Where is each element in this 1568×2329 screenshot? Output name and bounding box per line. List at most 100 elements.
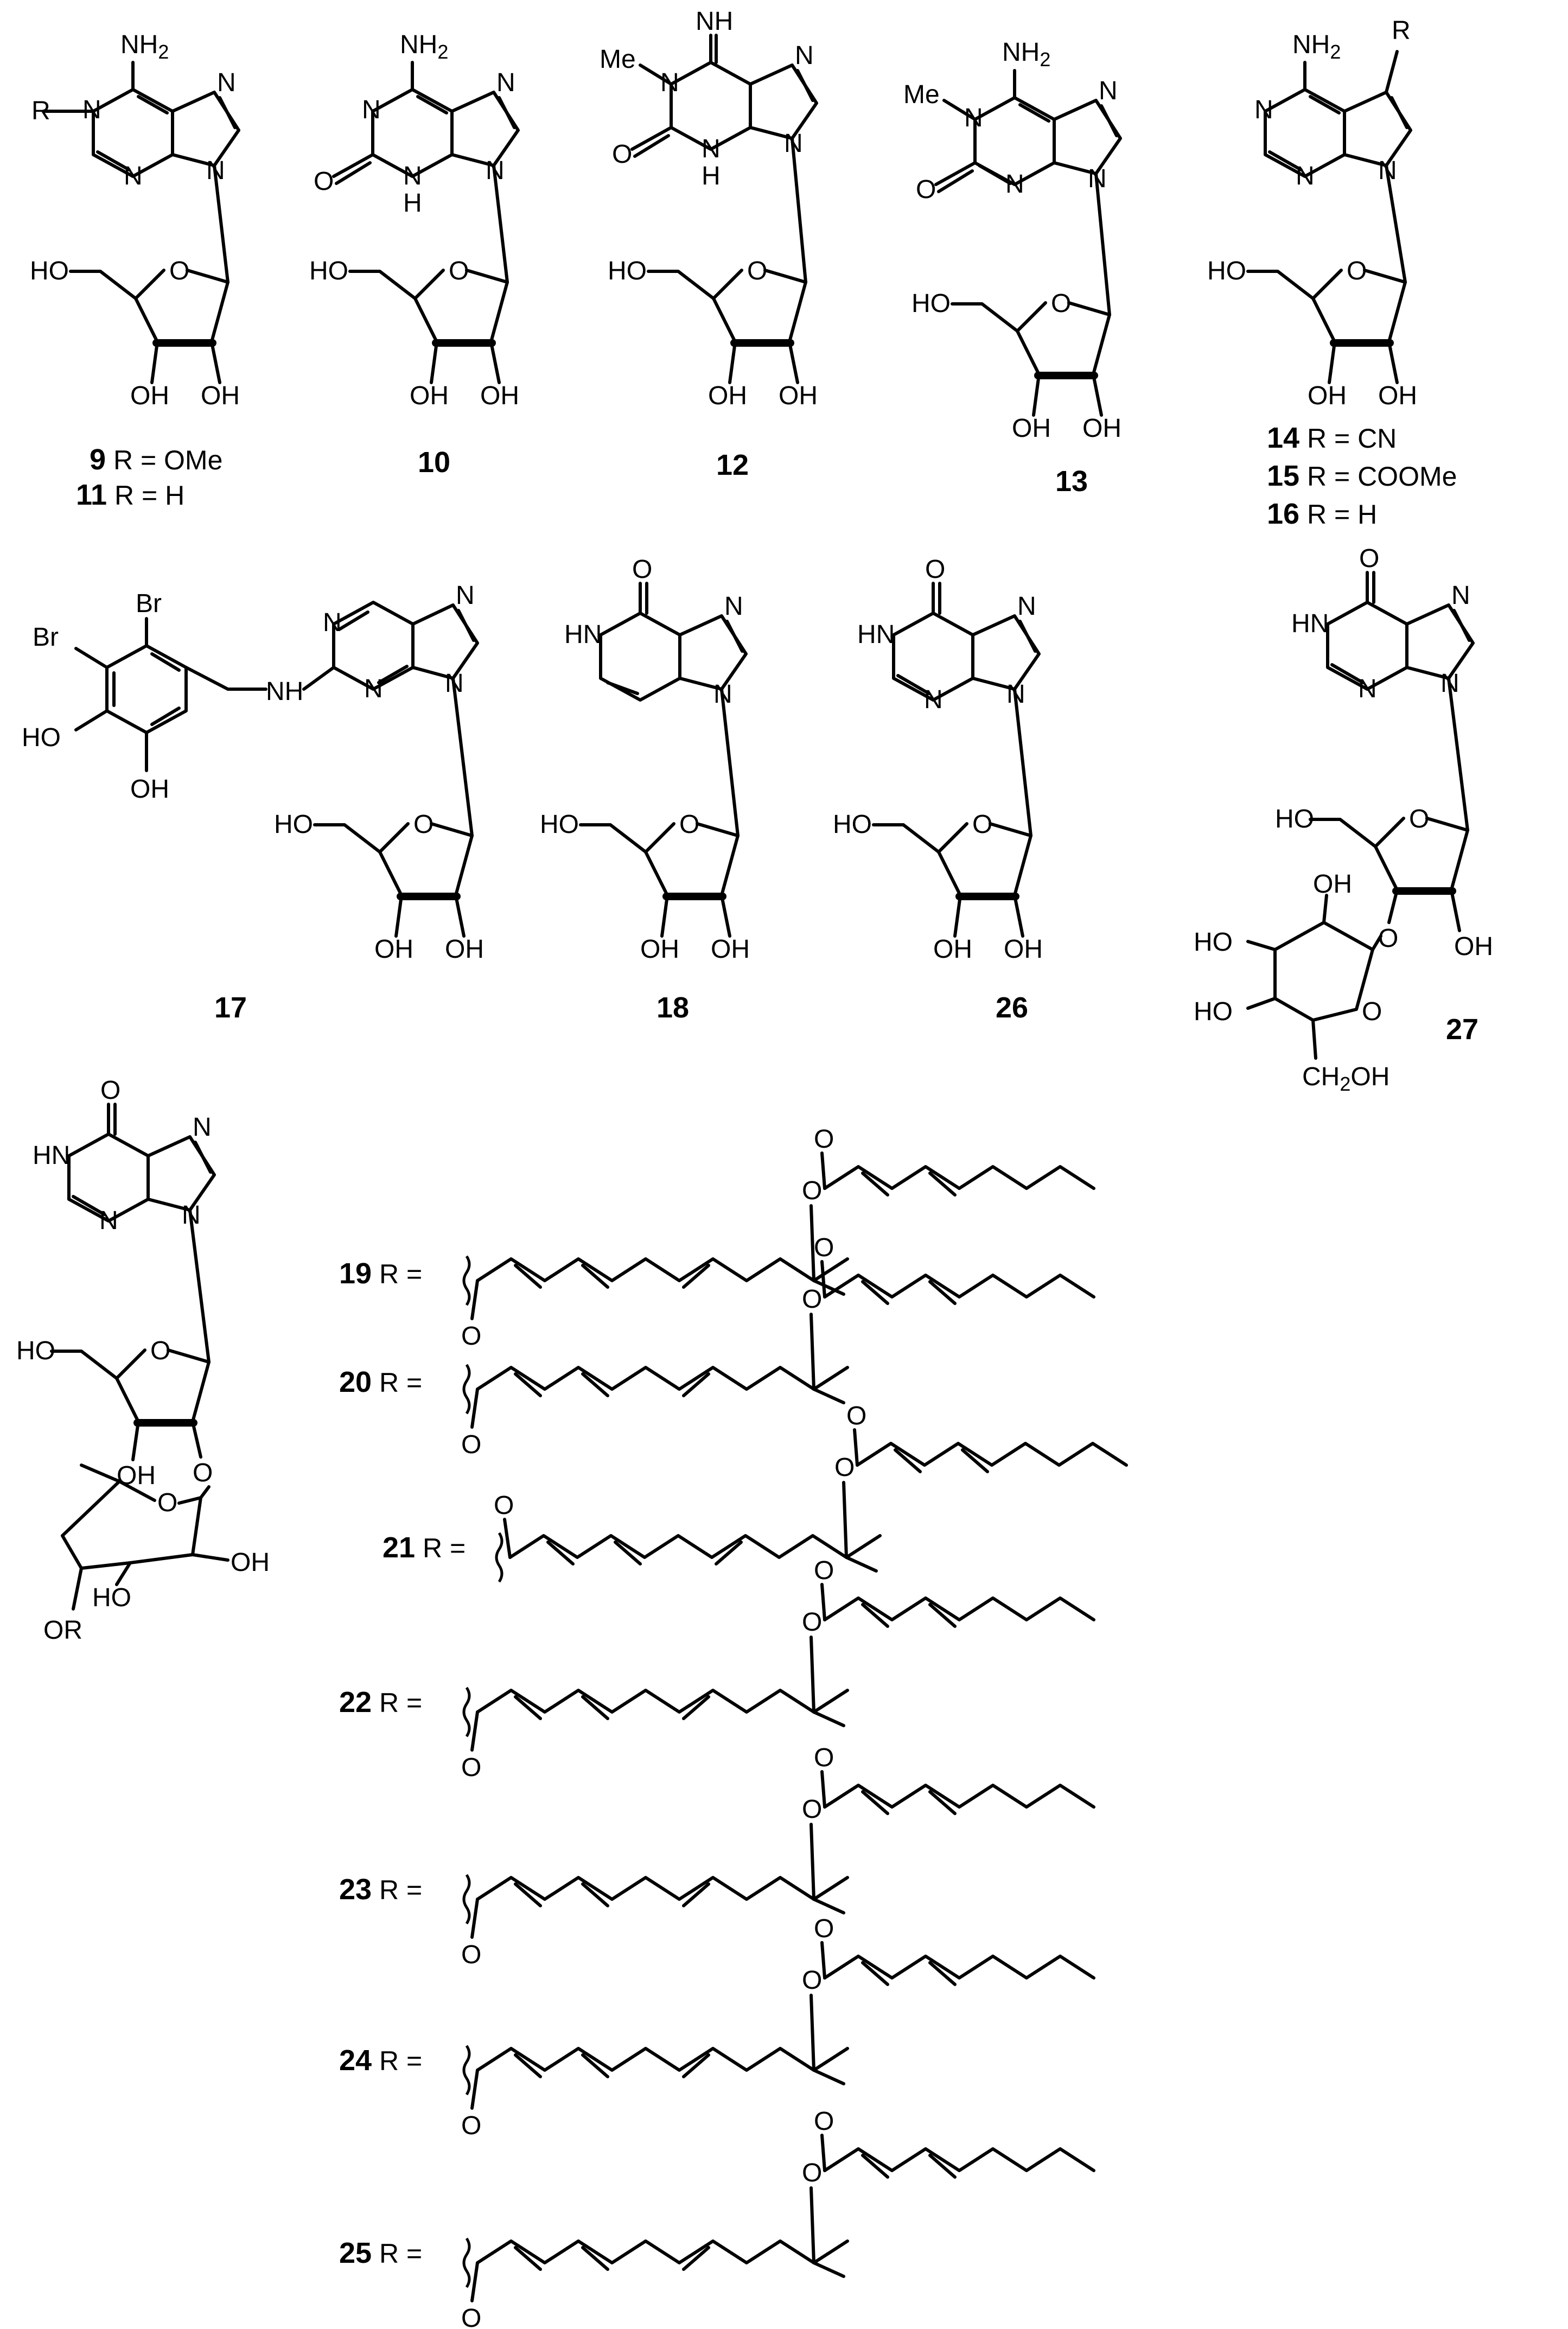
ring-nitrogen-label: N [362,96,381,124]
hydroxyl-label: HO [30,257,69,285]
ring-nitrogen-label: N [964,104,983,132]
ring-oxygen-label: O [413,810,434,839]
acyl-chain-bond [476,2047,849,2072]
ring-nitrogen-label: N [724,592,743,621]
double-bond-line [581,2053,609,2078]
acyl-chain-bond [476,1257,849,1282]
ring-nitrogen-label: N [1440,669,1459,698]
double-bond-line [514,1372,542,1397]
carbonyl-oxygen-label: O [612,140,632,169]
r-group-label: 24 R = [339,2044,422,2077]
ring-nitrogen-label: N [82,96,101,124]
ester-chain-bond [823,1596,1095,1621]
acyl-chain-bond [476,1876,849,1901]
ester-chain-bond [823,1274,1095,1299]
ring-nitrogen-label: N [784,129,803,158]
r-group-23: 23 R = O O O [339,1743,1095,1969]
amine-label: NH [266,677,303,706]
ring-oxygen-label: O [747,257,767,285]
ring-nitrogen-label: N [1378,156,1397,185]
ring-oxygen-label: O [1362,997,1382,1026]
ring-nitrogen-label: N [1006,680,1025,709]
carbonyl-oxygen-label: O [814,1233,834,1262]
hydroxyl-label: HO [16,1337,55,1365]
hydroxyl-label: HO [1194,928,1233,957]
hydroxyl-label: OH [374,935,413,964]
ring-nitrogen-label: N [713,680,732,709]
compound-number: 27 [1446,1013,1478,1046]
ketone-oxygen-label: O [461,2111,481,2140]
structure-13: NH2 Me N N O N N HO O OH OH 13 [903,38,1122,498]
amine-label: NH2 [120,30,169,63]
bromine-label: Br [33,623,59,652]
hydroxyl-label: HO [608,257,647,285]
structure-17: Br Br HO OH NH N N N N HO O OH OH 17 [22,581,484,1024]
r-group-20: 20 R = OOO [339,1233,1095,1459]
double-bond-line [581,1372,609,1397]
hydroxyl-label: HO [274,810,313,839]
hydroxyl-label: OH [779,381,818,410]
double-bond-line [514,1264,542,1289]
ring-oxygen-label: O [169,257,189,285]
carbonyl-oxygen-label: O [1359,544,1379,573]
structure-10: NH2 N N H O N N HO O OH OH 10 [309,30,520,479]
ketone-bond [470,2261,479,2302]
ketone-oxygen-label: O [461,1753,481,1782]
hydroxyl-label: OH [1378,381,1417,410]
r-group-label: 23 R = [339,1873,422,1906]
ester-chain-bond [823,1784,1095,1809]
ring-nitrogen-label: HN [1291,609,1329,638]
ester-chain-bond [823,1955,1095,1980]
amine-label: NH2 [1292,30,1341,63]
ester-oxygen-label: O [802,1608,822,1637]
hydroxyl-label: OH [117,1461,156,1490]
hydroxyl-label: OH [933,935,972,964]
amine-label: NH2 [400,30,448,63]
r-group-24: 24 R = OOO [339,1914,1095,2140]
ring-oxygen-label: O [157,1488,177,1517]
carbonyl-oxygen-label: O [925,555,945,584]
acyl-chain-bond [476,1366,849,1391]
ring-nitrogen-label: N [795,41,814,70]
ring-nitrogen-label: HN [564,620,602,649]
ketone-oxygen-label: O [461,1322,481,1351]
carbonyl-oxygen-label: O [814,2107,834,2136]
r-group-label: 20 R = [339,1366,422,1398]
carbonyl-oxygen-label: O [814,1914,834,1943]
structure-bottom-core: O HN N N N HO O OH O O OH HO OR [16,1076,270,1645]
hydroxyl-label: OH [1004,935,1043,964]
structure-18: O HN N N HO O OH OH 18 [540,555,750,1024]
r-group-label: 22 R = [339,1686,422,1719]
glycosidic-oxygen-label: O [1378,924,1398,953]
double-bond-line [514,1695,542,1720]
bromine-label: Br [136,589,162,618]
hydroxyl-label: OH [480,381,519,410]
ring-oxygen-label: O [449,257,469,285]
ring-nitrogen-label: N [456,581,475,610]
ketone-bond [503,1518,512,1559]
ketone-oxygen-label: O [461,1940,481,1969]
hydroxyl-label: OH [130,775,169,804]
ester-oxygen-label: O [802,1966,822,1995]
double-bond-line [581,2246,609,2271]
ketone-oxygen-label: O [461,1430,481,1459]
structure-9-11: NH2 R N N N N HO O OH OH 9 R = OMe 11 R … [30,30,240,511]
acyl-chain-bond [476,1689,849,1714]
double-bond-line [546,1541,575,1566]
ring-nitrogen-label: N [182,1201,201,1230]
r-group-label: 21 R = [383,1531,466,1564]
ring-nitrogen-label: N [702,135,721,163]
ring-oxygen-label: O [1051,289,1071,318]
imine-label: NH [696,7,733,36]
caption-line: 16 R = H [1267,498,1377,530]
carbonyl-oxygen-label: O [814,1743,834,1772]
hydroxyl-label: OH [130,381,169,410]
double-bond-line [682,1372,710,1397]
hydroxyl-label: OH [1454,932,1493,961]
ester-oxygen-label: O [802,1285,822,1314]
ring-nitrogen-label: N [323,608,342,637]
double-bond-line [715,1541,743,1566]
caption-line: 9 R = OMe [90,443,222,476]
ketone-oxygen-label: O [494,1491,514,1520]
